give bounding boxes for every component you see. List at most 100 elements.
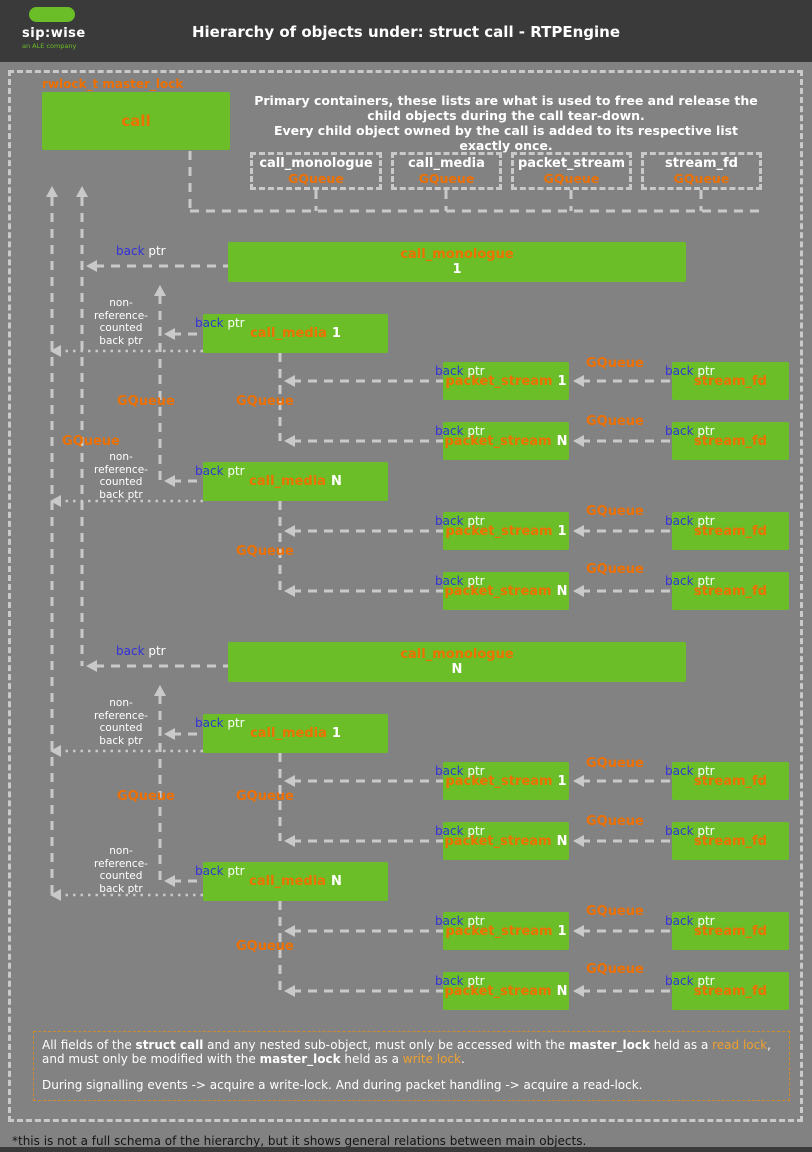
ptr-word: ptr [227,864,245,878]
nonref-line: non- [109,845,133,857]
text-segment: , [767,1038,771,1052]
back-ptr-label: back ptr [195,716,245,730]
gqueue-label: GQueue [586,962,644,977]
ptr-word: ptr [227,316,245,330]
text-segment: held as a [649,1038,713,1052]
node-index: N [330,874,342,889]
header-bar: sip:wise an ALE company Hierarchy of obj… [0,0,812,62]
ptr-word: ptr [697,974,715,988]
gqueue-label: GQueue [586,756,644,771]
node-index: 1 [557,773,567,789]
ptr-word: ptr [467,764,485,778]
back-ptr-label: back ptr [435,824,485,838]
ptr-word: ptr [697,364,715,378]
back-word: back [435,424,464,438]
back-word: back [665,424,694,438]
back-ptr-label: back ptr [665,424,715,438]
nonref-backptr-label: non- reference- counted back ptr [86,451,156,501]
container-name: call_media [408,156,485,171]
nonref-backptr-label: non- reference- counted back ptr [86,297,156,347]
nonref-backptr-label: non- reference- counted back ptr [86,845,156,895]
back-word: back [195,864,224,878]
container-type: GQueue [418,171,475,186]
gqueue-label: GQueue [117,789,175,804]
ptr-word: ptr [697,824,715,838]
diagram-canvas-border [8,70,803,1122]
back-ptr-label: back ptr [665,764,715,778]
node-label: stream_fd [694,983,767,999]
node-index: N [451,662,463,677]
back-ptr-label: back ptr [665,974,715,988]
ptr-word: ptr [697,764,715,778]
node-index: 1 [331,326,341,341]
node-stream-fd: stream_fd [672,912,789,950]
back-ptr-label: back ptr [435,974,485,988]
back-ptr-label: back ptr [435,574,485,588]
speech-bubble-icon [29,7,75,22]
node-stream-fd: stream_fd [672,972,789,1010]
ptr-word: ptr [467,424,485,438]
node-label: call [121,112,151,130]
ptr-word: ptr [148,644,166,658]
container-call-monologue-list: call_monologue GQueue [250,152,382,190]
gqueue-label: GQueue [586,904,644,919]
node-label: call_media [250,726,327,741]
node-index: N [556,833,568,849]
text-segment: and any nested sub-object, must only be … [203,1038,569,1052]
back-word: back [435,574,464,588]
node-index: N [556,433,568,449]
back-word: back [665,574,694,588]
back-word: back [435,824,464,838]
back-ptr-label: back ptr [116,644,166,658]
write-lock-text: write lock [402,1051,461,1066]
lock-rules-line-1: All fields of the struct call and any ne… [42,1038,781,1053]
nonref-line: counted [99,722,143,734]
container-name: stream_fd [665,156,738,171]
ptr-word: ptr [467,514,485,528]
node-label: call_media [249,474,326,489]
back-word: back [435,514,464,528]
note-line-1: Primary containers, these lists are what… [254,93,758,123]
text-segment: held as a [340,1051,403,1066]
ptr-word: ptr [467,914,485,928]
back-word: back [665,764,694,778]
nonref-line: reference- [94,309,148,322]
back-ptr-label: back ptr [195,316,245,330]
sipwise-logo: sip:wise an ALE company [22,7,102,50]
back-ptr-label: back ptr [665,514,715,528]
nonref-line: counted [99,870,143,882]
logo-brand: sip:wise [22,26,86,41]
back-ptr-label: back ptr [665,824,715,838]
node-index: 1 [557,923,567,939]
logo-tagline: an ALE company [22,42,77,50]
back-word: back [665,514,694,528]
back-ptr-label: back ptr [435,424,485,438]
container-packet-stream-list: packet_stream GQueue [511,152,632,190]
lock-rules-line-3: During signalling events -> acquire a wr… [42,1078,643,1092]
back-word: back [116,644,145,658]
ptr-word: ptr [697,914,715,928]
node-call: call [42,92,230,150]
node-index: 1 [331,726,341,741]
node-index: N [330,474,342,489]
gqueue-label: GQueue [62,434,120,449]
nonref-line: back ptr [99,334,143,347]
back-ptr-label: back ptr [195,864,245,878]
back-ptr-label: back ptr [435,914,485,928]
nonref-line: reference- [94,857,148,870]
page-title: Hierarchy of objects under: struct call … [191,23,621,41]
nonref-line: back ptr [99,882,143,895]
node-index: 1 [452,262,462,277]
node-call-monologue-1: call_monologue 1 [228,242,686,282]
text-segment: All fields of the [42,1038,136,1052]
back-ptr-label: back ptr [665,914,715,928]
gqueue-label: GQueue [236,544,294,559]
back-ptr-label: back ptr [116,244,166,258]
gqueue-label: GQueue [586,414,644,429]
node-index: 1 [557,523,567,539]
back-word: back [116,244,145,258]
nonref-line: back ptr [99,734,143,747]
container-type: GQueue [673,171,730,186]
gqueue-label: GQueue [586,356,644,371]
nonref-line: reference- [94,463,148,476]
